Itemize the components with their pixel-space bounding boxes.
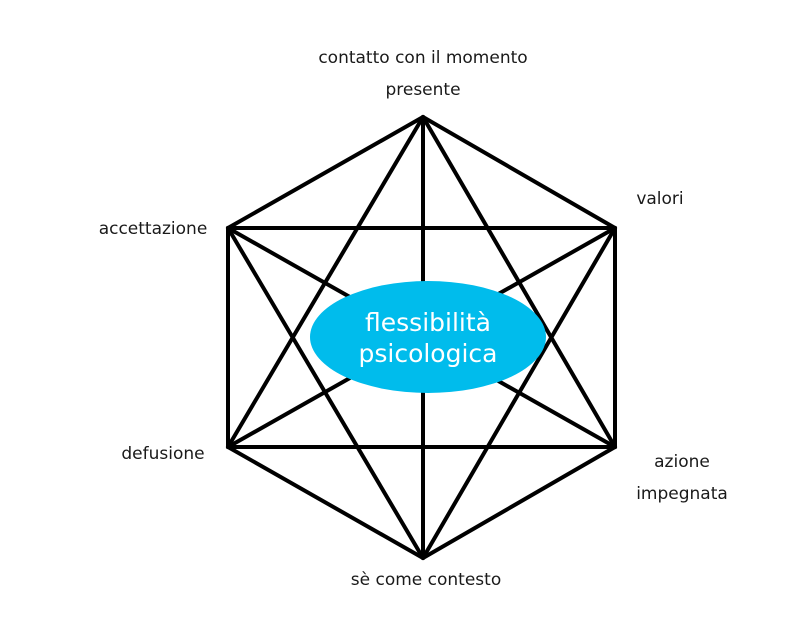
label-contatto-presente: contatto con il momento presente — [318, 48, 528, 100]
label-valori: valori — [636, 189, 684, 209]
label-defusione: defusione — [121, 444, 205, 464]
edge-top-top-right — [421, 115, 617, 230]
label-azione-impegnata: azione impegnata — [636, 452, 728, 504]
edge-top-top-left — [226, 115, 425, 230]
label-accettazione: accettazione — [98, 219, 208, 239]
center-ellipse — [310, 281, 546, 393]
edge-bottom-right-bottom — [421, 445, 617, 560]
center-label-line: psicologica — [358, 339, 497, 368]
center-label-line: flessibilità — [365, 308, 491, 337]
edge-bottom-bottom-left — [226, 445, 425, 560]
edge-bottom-top-left — [226, 226, 425, 560]
label-se-come-contesto: sè come contesto — [350, 570, 502, 590]
